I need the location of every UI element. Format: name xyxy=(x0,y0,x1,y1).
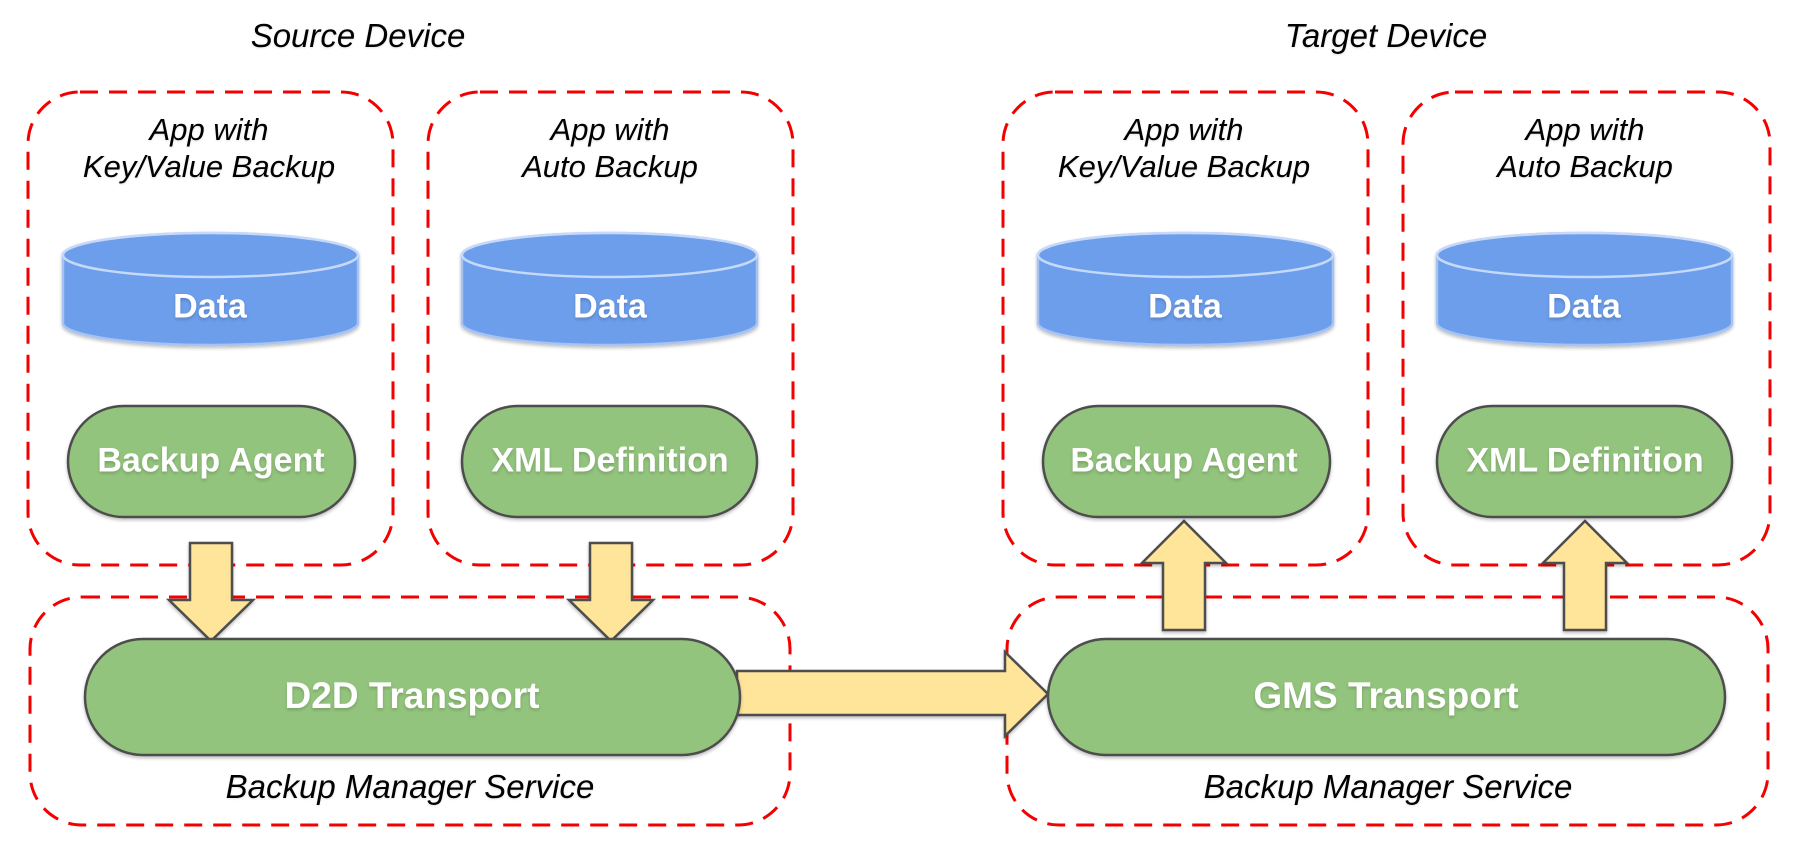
target-backup-agent-label: Backup Agent xyxy=(1070,441,1298,480)
cylinder-top xyxy=(61,231,360,279)
target-autobackup-data-label: Data xyxy=(1547,287,1621,326)
source-autobackup-app-label: App with Auto Backup xyxy=(522,111,698,185)
gms-transport-label: GMS Transport xyxy=(1253,675,1519,716)
app-label-line1: App with xyxy=(1525,112,1645,147)
app-label-line2: Key/Value Backup xyxy=(82,149,336,184)
source-auto-to-transport-arrow xyxy=(565,541,657,643)
source-device-title: Source Device xyxy=(250,17,466,54)
source-keyvalue-app-box xyxy=(26,90,395,567)
source-keyvalue-data-cylinder xyxy=(61,231,360,347)
target-keyvalue-app-box xyxy=(1001,90,1370,567)
target-autobackup-app-box xyxy=(1401,90,1772,567)
app-label-line2: Auto Backup xyxy=(522,149,698,184)
source-xml-definition-pill xyxy=(460,404,759,519)
source-autobackup-data-cylinder xyxy=(460,231,759,347)
app-label-line2: Key/Value Backup xyxy=(1057,149,1311,184)
target-transport-to-xml-arrow xyxy=(1539,519,1631,632)
d2d-transport-label: D2D Transport xyxy=(284,675,540,716)
target-keyvalue-app-label: App with Key/Value Backup xyxy=(1058,111,1310,185)
app-label-line1: App with xyxy=(149,112,269,147)
target-xml-definition-pill xyxy=(1435,404,1734,519)
target-backup-agent-pill xyxy=(1041,404,1332,519)
app-label-line1: App with xyxy=(1124,112,1244,147)
target-transport-to-agent-arrow xyxy=(1138,519,1230,632)
target-backup-manager-service-label: Backup Manager Service xyxy=(1203,768,1573,805)
target-autobackup-app-label: App with Auto Backup xyxy=(1497,111,1673,185)
source-backup-agent-pill xyxy=(66,404,357,519)
transport-transfer-arrow xyxy=(735,649,1050,739)
target-device-title: Target Device xyxy=(1284,17,1488,54)
app-label-line2: Auto Backup xyxy=(1497,149,1673,184)
source-backup-manager-service-label: Backup Manager Service xyxy=(225,768,595,805)
gms-transport-pill xyxy=(1046,637,1727,757)
target-keyvalue-data-cylinder xyxy=(1036,231,1335,347)
source-autobackup-data-label: Data xyxy=(573,287,647,326)
target-keyvalue-data-label: Data xyxy=(1148,287,1222,326)
cylinder-top xyxy=(1036,231,1335,279)
target-xml-definition-label: XML Definition xyxy=(1466,441,1704,480)
source-keyvalue-to-transport-arrow xyxy=(165,541,257,643)
source-autobackup-app-box xyxy=(426,90,795,567)
d2d-transport-pill xyxy=(83,637,742,757)
target-autobackup-data-cylinder xyxy=(1435,231,1734,347)
source-keyvalue-data-label: Data xyxy=(173,287,247,326)
cylinder-top xyxy=(460,231,759,279)
cylinder-top xyxy=(1435,231,1734,279)
source-keyvalue-app-label: App with Key/Value Backup xyxy=(83,111,335,185)
app-label-line1: App with xyxy=(550,112,670,147)
source-xml-definition-label: XML Definition xyxy=(491,441,729,480)
source-backup-agent-label: Backup Agent xyxy=(97,441,325,480)
